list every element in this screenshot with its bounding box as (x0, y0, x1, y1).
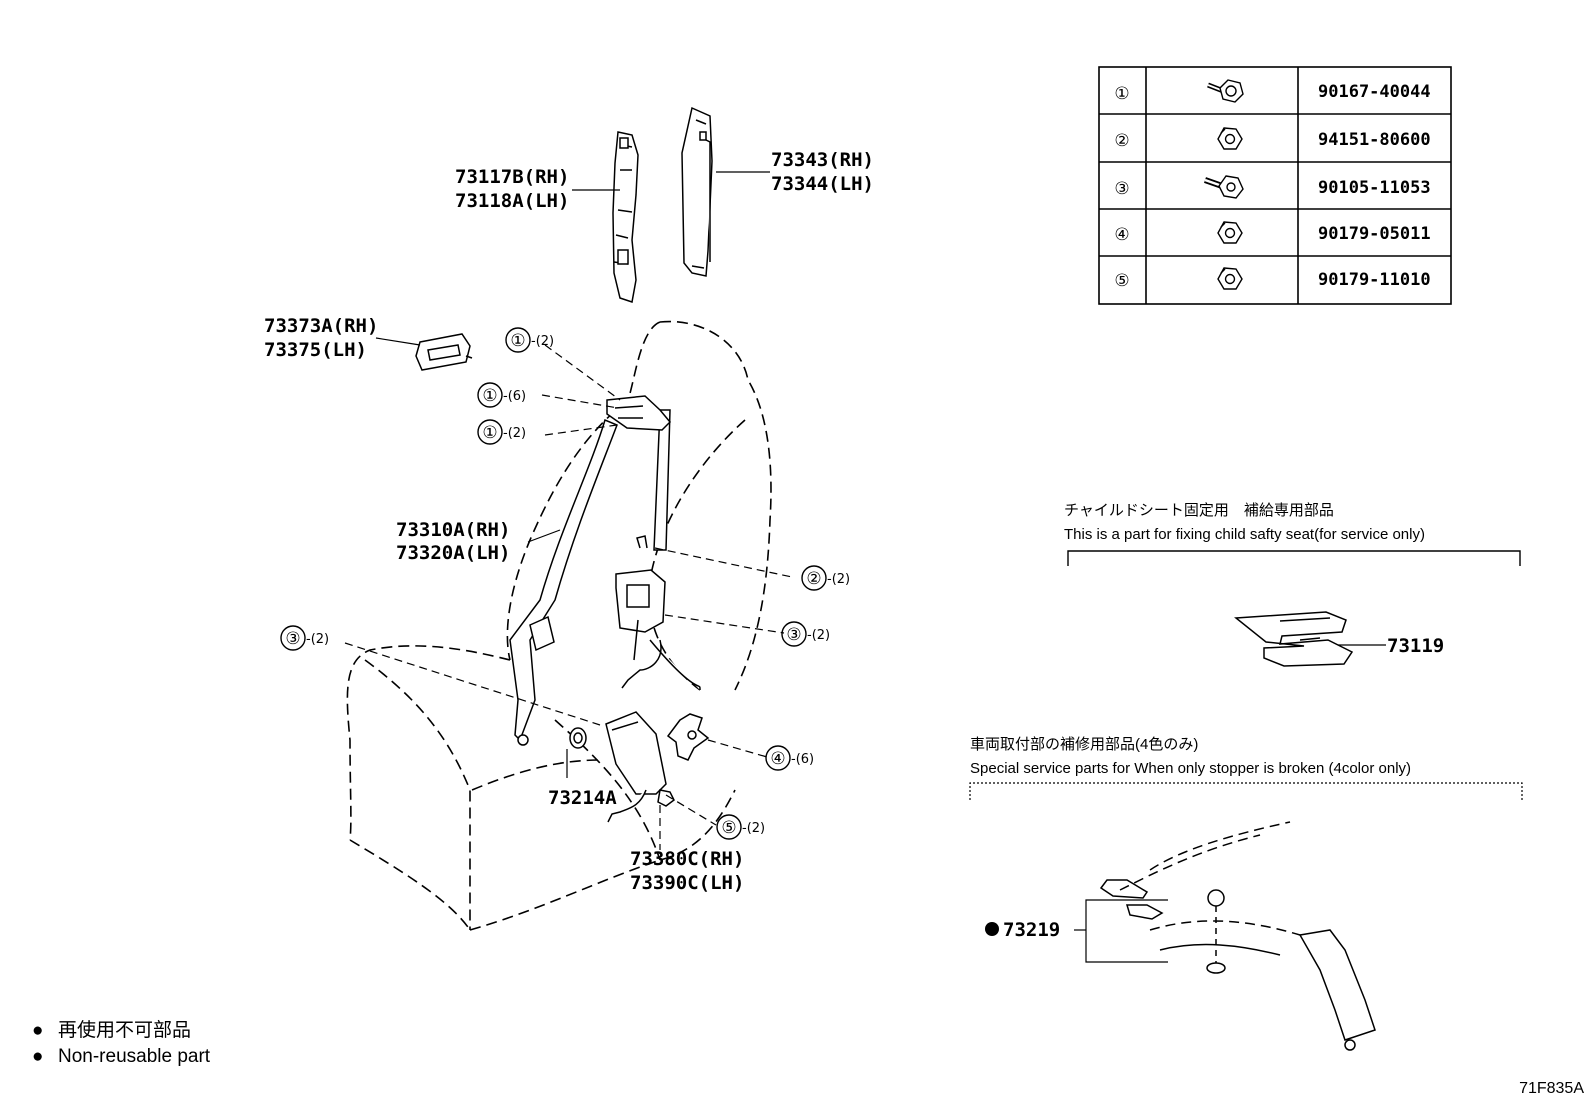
legend-marker: ● (32, 1046, 43, 1067)
fastener-table (1098, 66, 1452, 305)
callout-num: ① (510, 331, 525, 351)
callout-qty: -(6) (791, 752, 814, 767)
anchor-cover-drawing (415, 333, 473, 371)
pillar-garnish-outer-drawing (681, 106, 713, 277)
part-label-73117b: 73117B(RH) (455, 166, 569, 188)
callout-qty: -(2) (306, 632, 329, 647)
stopper-note-jp: 車両取付部の補修用部品(4色のみ) (970, 736, 1198, 753)
table-part-number: 90179-11010 (1318, 270, 1431, 290)
table-row: ⑤ 90179-11010 (1114, 270, 1430, 291)
seat-outline (346, 320, 772, 931)
hex-nut-icon (1217, 127, 1243, 150)
table-num: ② (1114, 131, 1129, 151)
part-label-73320a: 73320A(LH) (396, 542, 510, 564)
callout-labels: ① -(2) ① -(6) ① -(2) ② -(2) ③ -(2) ③ -(2… (285, 331, 850, 838)
hex-nut-icon (1217, 221, 1243, 244)
stopper-note-en: Special service parts for When only stop… (970, 760, 1411, 777)
callout-num: ① (482, 423, 497, 443)
part-label-73344: 73344(LH) (771, 173, 874, 195)
child-seat-note: チャイルドシート固定用 補給専用部品 This is a part for fi… (1064, 502, 1521, 566)
seat-belt-webbing-drawing (509, 395, 710, 761)
table-row: ④ 90179-05011 (1114, 224, 1430, 245)
stopper-belt-drawing (1099, 821, 1376, 1051)
table-row: ② 94151-80600 (1114, 130, 1430, 151)
table-row: ① 90167-40044 (1114, 82, 1430, 104)
callout-qty: -(2) (742, 821, 765, 836)
table-num: ③ (1114, 179, 1129, 199)
callout-num: ③ (285, 629, 300, 649)
part-label-73219: 73219 (1003, 919, 1060, 941)
table-num: ⑤ (1114, 271, 1129, 291)
part-label-73214a: 73214A (548, 787, 617, 809)
table-num: ④ (1114, 225, 1129, 245)
table-part-number: 94151-80600 (1318, 130, 1431, 150)
washer-73214a-drawing (569, 727, 587, 749)
part-label-73310a: 73310A(RH) (396, 519, 510, 541)
pillar-garnish-inner-drawing (612, 131, 639, 303)
part-label-73119: 73119 (1387, 635, 1444, 657)
callout-qty: -(2) (827, 572, 850, 587)
part-label-73373a: 73373A(RH) (264, 315, 378, 337)
callout-qty: -(2) (503, 426, 526, 441)
table-num: ① (1114, 84, 1129, 104)
child-seat-note-en: This is a part for fixing child safty se… (1064, 526, 1425, 543)
legend-en: Non-reusable part (58, 1046, 211, 1067)
callout-num: ④ (770, 749, 785, 769)
screw-washer-icon (1207, 79, 1244, 103)
fastener-table-rows: ① 90167-40044 ② 94151-80600 ③ 90105-1105… (1114, 82, 1430, 291)
table-row: ③ 90105-11053 (1114, 178, 1430, 199)
stopper-bracket-box (1085, 899, 1168, 963)
part-label-73118a: 73118A(LH) (455, 190, 569, 212)
callout-num: ⑤ (721, 818, 736, 838)
callout-qty: -(2) (531, 334, 554, 349)
legend-jp: 再使用不可部品 (58, 1019, 191, 1041)
flange-bolt-icon (1204, 175, 1244, 199)
part-label-73343: 73343(RH) (771, 149, 874, 171)
buckle-assembly-drawing (605, 711, 675, 823)
diagram-reference-code: 71F835A (1519, 1080, 1584, 1097)
stopper-note: 車両取付部の補修用部品(4色のみ) Special service parts … (969, 736, 1523, 800)
non-reusable-marker (985, 922, 999, 936)
table-part-number: 90179-05011 (1318, 224, 1431, 244)
stopper-bracket (969, 782, 1523, 800)
part-label-73380c: 73380C(RH) (630, 848, 744, 870)
callout-num: ② (806, 569, 821, 589)
callout-num: ③ (786, 625, 801, 645)
callout-qty: -(2) (807, 628, 830, 643)
hex-nut-icon (1217, 267, 1243, 290)
child-seat-bracket (1067, 550, 1521, 566)
callout-qty: -(6) (503, 389, 526, 404)
dashed-leader-lines (344, 344, 793, 850)
table-part-number: 90167-40044 (1318, 82, 1431, 102)
part-label-73375: 73375(LH) (264, 339, 367, 361)
legend: ● 再使用不可部品 ● Non-reusable part (32, 1019, 211, 1067)
callout-num: ① (482, 386, 497, 406)
part-labels: 73117B(RH) 73118A(LH) 73343(RH) 73344(LH… (264, 149, 1444, 941)
table-part-number: 90105-11053 (1318, 178, 1431, 198)
legend-marker: ● (32, 1020, 43, 1041)
child-seat-note-jp: チャイルドシート固定用 補給専用部品 (1064, 502, 1334, 519)
callout-circles (280, 327, 827, 840)
child-seat-anchor-plate-drawing (1234, 611, 1354, 667)
part-label-73390c: 73390C(LH) (630, 872, 744, 894)
